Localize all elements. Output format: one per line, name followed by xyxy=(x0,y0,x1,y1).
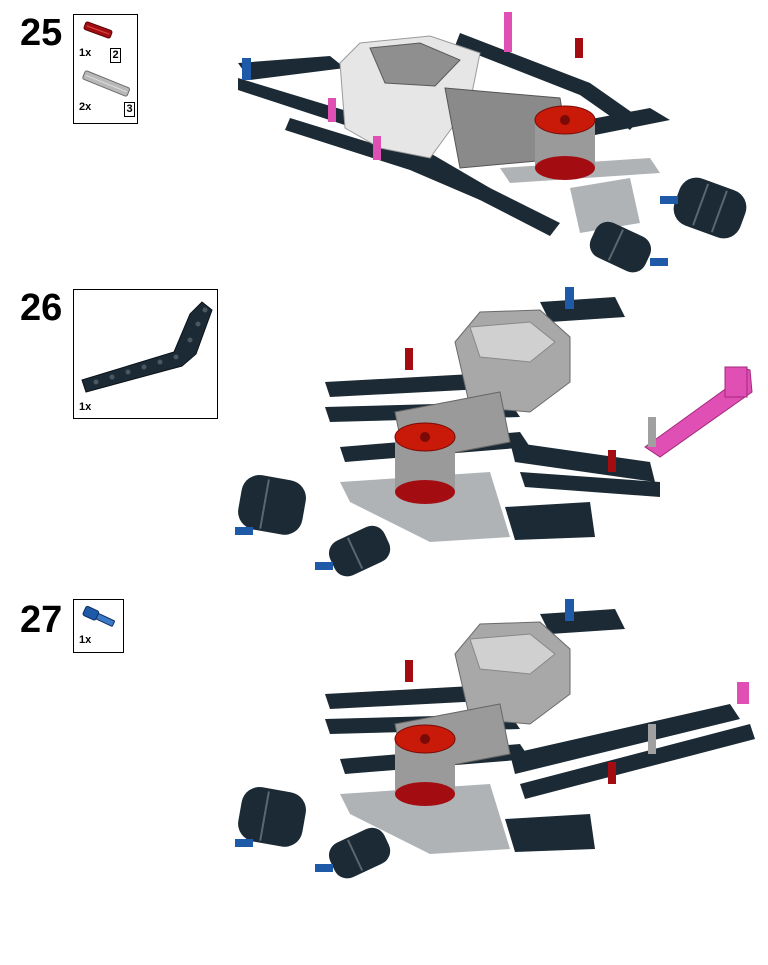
step-number-25: 25 xyxy=(20,12,63,54)
length-badge: 2 xyxy=(110,48,121,63)
step-number-26: 26 xyxy=(20,287,63,329)
tire xyxy=(328,525,391,577)
bent-beam-icon xyxy=(81,301,213,393)
gray-axle xyxy=(648,417,656,447)
red-hub xyxy=(394,724,456,806)
magenta-axle xyxy=(504,12,512,52)
parts-list-step-25: 1x 2 2x 3 xyxy=(73,14,138,124)
blue-pin xyxy=(315,864,333,872)
tire xyxy=(673,177,747,239)
magenta-axle xyxy=(373,136,381,160)
red-axle xyxy=(575,38,583,58)
magenta-bent-beam xyxy=(644,366,753,458)
parts-list-step-26: 1x xyxy=(73,289,218,419)
red-hub xyxy=(534,105,596,180)
red-axle-2-icon xyxy=(83,21,113,39)
magenta-axle xyxy=(328,98,336,122)
blue-pin xyxy=(565,287,574,309)
blue-pin xyxy=(565,599,574,621)
red-axle xyxy=(405,660,413,682)
tire xyxy=(589,221,652,273)
tire xyxy=(238,475,306,535)
blue-axle-pin-icon xyxy=(82,605,115,627)
build-illustration-step-26 xyxy=(235,287,753,577)
red-axle xyxy=(405,348,413,370)
tire xyxy=(328,827,391,879)
red-axle xyxy=(608,450,616,472)
red-axle xyxy=(608,762,616,784)
step-number-27: 27 xyxy=(20,599,63,641)
red-hub xyxy=(394,422,456,504)
qty-label: 1x xyxy=(79,401,92,413)
magenta-pin xyxy=(737,682,749,704)
build-illustration-step-27 xyxy=(235,599,755,879)
parts-list-step-27: 1x xyxy=(73,599,124,653)
gray-axle xyxy=(648,724,656,754)
length-badge: 3 xyxy=(124,102,135,117)
qty-label: 1x xyxy=(79,634,92,646)
blue-pin xyxy=(660,196,678,204)
blue-pin xyxy=(242,58,251,80)
blue-pin xyxy=(235,839,253,847)
blue-pin xyxy=(315,562,333,570)
qty-label: 1x xyxy=(79,47,92,59)
qty-label: 2x xyxy=(79,101,92,113)
tire xyxy=(238,787,306,847)
blue-pin xyxy=(650,258,668,266)
blue-pin xyxy=(235,527,253,535)
gray-axle-3-icon xyxy=(82,70,131,97)
build-illustration-step-25 xyxy=(238,12,747,273)
